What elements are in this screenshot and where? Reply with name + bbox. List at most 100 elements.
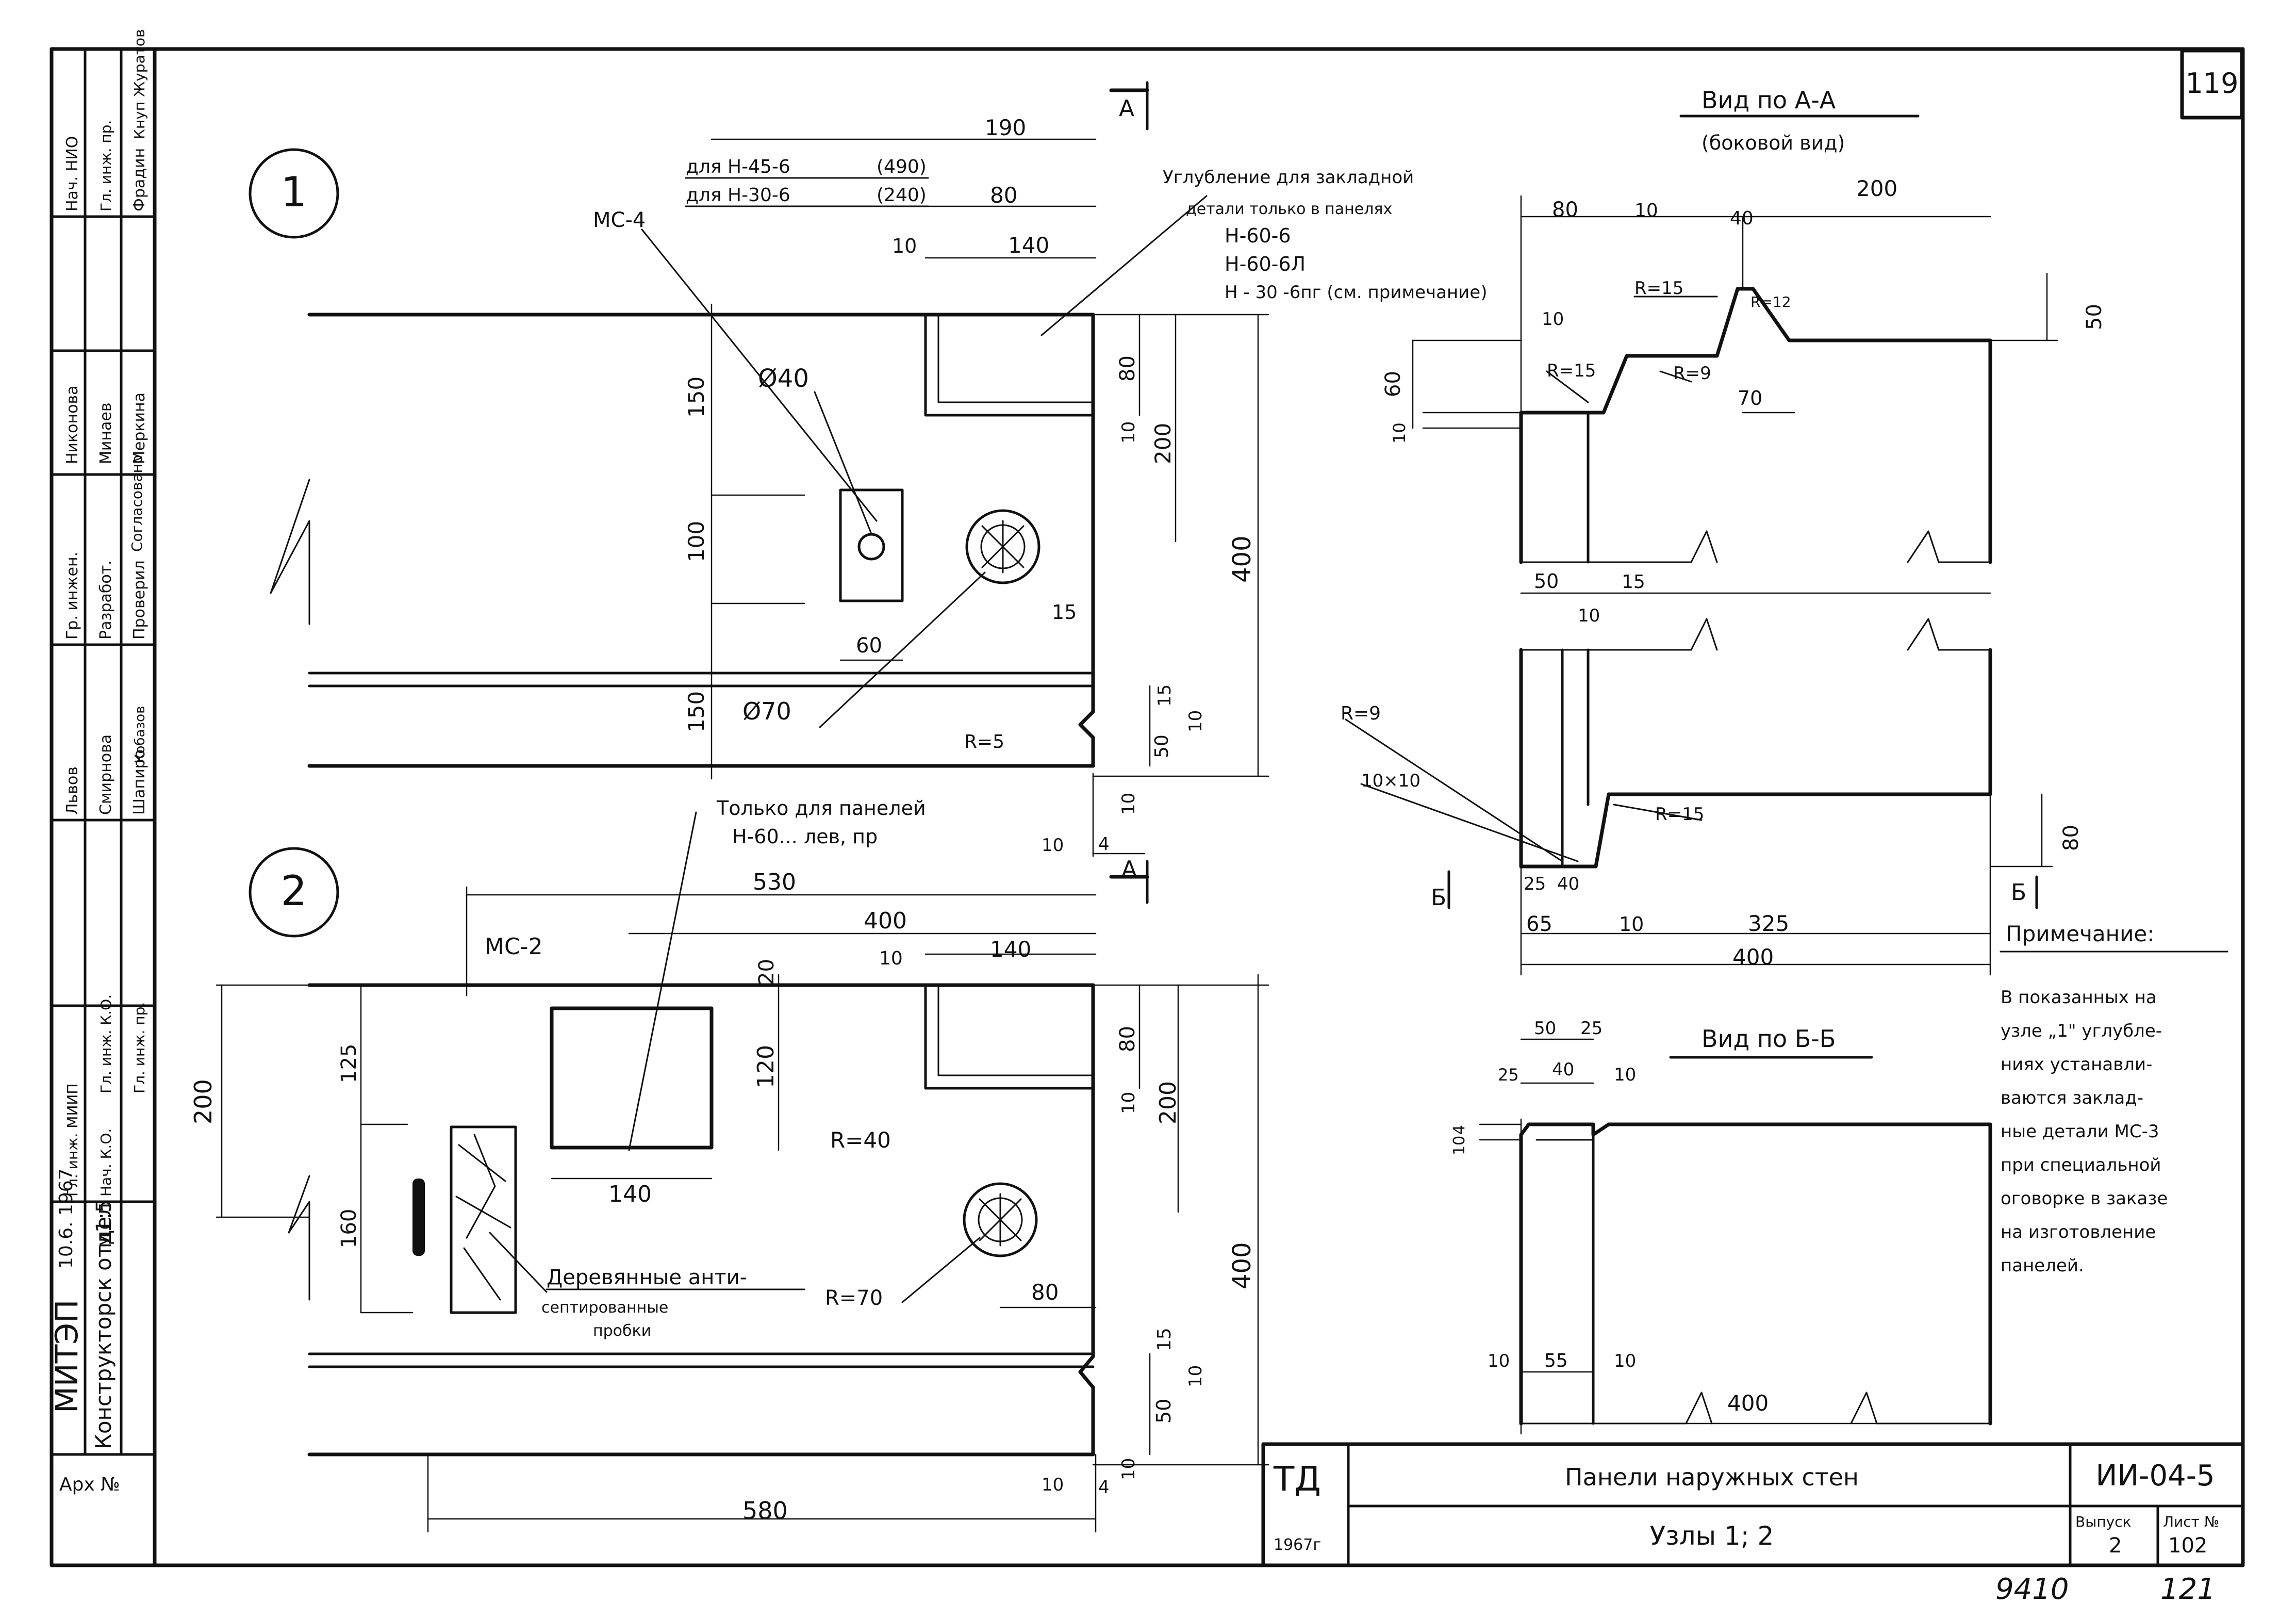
vdim-10c: 10 xyxy=(1118,793,1139,815)
aa-dim-25: 25 xyxy=(1524,874,1546,894)
node-1: 1 xyxy=(249,81,1487,857)
aa-dim-10e: 10 xyxy=(1619,913,1644,936)
dim-150b: 150 xyxy=(684,691,709,732)
dim-530: 530 xyxy=(753,869,796,895)
bb-dim-10b: 10 xyxy=(1450,1136,1468,1155)
view-bb-title: Вид по Б-Б xyxy=(1702,1025,1836,1053)
vdim-10: 10 xyxy=(1118,1092,1139,1114)
stamp-role-9: Гл. инж. МИИП xyxy=(64,1084,81,1197)
view-b-b: Вид по Б-Б 50 25 25 40 10 4 10 10 55 10 … xyxy=(1450,1018,1992,1435)
dim-80: 80 xyxy=(1031,1280,1059,1305)
issue-number: 2 xyxy=(2109,1534,2122,1558)
vdim-50: 50 xyxy=(1151,734,1172,758)
aa-dim-70: 70 xyxy=(1738,387,1762,410)
aa-r15b: R=15 xyxy=(1547,361,1596,381)
only-note-line1: Только для панелей xyxy=(716,797,926,820)
vdim-15: 15 xyxy=(1154,684,1175,707)
only-note-line2: Н-60... лев, пр xyxy=(732,825,878,848)
r40-label: R=40 xyxy=(830,1127,891,1153)
title-line-2: Узлы 1; 2 xyxy=(1650,1521,1774,1551)
stamp-archive: Арх № xyxy=(59,1474,120,1495)
vdim-200: 200 xyxy=(1150,423,1176,464)
for-h30-label: для Н-30-6 xyxy=(686,185,790,206)
stamp-scale: 1:5 xyxy=(92,1200,116,1233)
handwritten-number-2: 121 xyxy=(2160,1573,2216,1606)
bdim-10: 10 xyxy=(1042,835,1064,856)
bb-dim-10c: 10 xyxy=(1488,1351,1510,1371)
aa-dim-40: 40 xyxy=(1730,208,1754,229)
dim-160: 160 xyxy=(337,1209,361,1248)
sheet-label: Лист № xyxy=(2163,1513,2219,1530)
stamp-role-2: Никонова xyxy=(63,385,81,464)
bb-dim-4: 4 xyxy=(1450,1125,1468,1135)
dim-80: 80 xyxy=(990,183,1017,208)
vdim-15: 15 xyxy=(1154,1328,1175,1351)
dim-120: 120 xyxy=(753,1045,779,1088)
bdim-10: 10 xyxy=(1042,1475,1064,1495)
wood-note-line2: септированные xyxy=(541,1299,668,1317)
node-1-section-a: А xyxy=(1119,95,1134,122)
stamp-date: 10.6. 1967 xyxy=(56,1168,77,1269)
for-h45-label: для Н-45-6 xyxy=(686,156,790,177)
dim-140: 140 xyxy=(1008,233,1049,258)
vdim-10: 10 xyxy=(1118,421,1139,444)
bdim-4: 4 xyxy=(1098,834,1110,855)
aa-dim-60: 60 xyxy=(1381,371,1405,397)
sheet-number: 102 xyxy=(2168,1534,2207,1558)
view-aa-title: Вид по А-А xyxy=(1702,86,1836,114)
aa-dim-325: 325 xyxy=(1748,911,1789,936)
vdim-400: 400 xyxy=(1228,535,1257,583)
aa-dim-50b: 50 xyxy=(1534,570,1559,593)
recess-note-line2: детали только в панелях xyxy=(1186,200,1392,218)
recess-note-line5: Н - 30 -6пг (см. примечание) xyxy=(1225,282,1487,303)
stamp-role-5: Проверил xyxy=(130,560,148,640)
dim-10a: 10 xyxy=(892,235,917,257)
dim-20: 20 xyxy=(755,959,779,985)
for-h45-value: (490) xyxy=(877,156,927,177)
issue-label: Выпуск xyxy=(2075,1513,2132,1530)
note-line-3: ниях устанавли- xyxy=(2001,1054,2152,1075)
aa-dim-15: 15 xyxy=(1622,571,1645,593)
handwritten-number-1: 9410 xyxy=(1995,1573,2069,1606)
aa-r9b: R=9 xyxy=(1341,703,1381,724)
title-year: 1967г xyxy=(1274,1536,1321,1554)
recess-note-line1: Углубление для закладной xyxy=(1163,167,1414,188)
note-line-4: ваются заклад- xyxy=(2001,1088,2143,1108)
dim-100: 100 xyxy=(684,521,709,562)
bdim-4: 4 xyxy=(1098,1477,1110,1498)
stamp-name-4: Разработ. xyxy=(97,560,115,640)
note-heading: Примечание: xyxy=(2006,921,2154,946)
note-line-6: при специальной xyxy=(2001,1155,2161,1175)
aa-section-b-left: Б xyxy=(1431,885,1446,911)
dim-10: 10 xyxy=(879,948,903,969)
vdim-50: 50 xyxy=(1152,1399,1175,1423)
dim-150a: 150 xyxy=(684,377,709,418)
stamp-name-7: Шапиро xyxy=(130,749,148,815)
bb-dim-10: 10 xyxy=(1614,1065,1636,1085)
node-2-label: 2 xyxy=(281,867,307,915)
aa-r12: R=12 xyxy=(1750,293,1791,310)
stamp-role-12: Гл. инж. пр. xyxy=(131,1002,148,1093)
stamp-role-1: Гл. инж. пр. xyxy=(97,120,114,211)
r5-label: R=5 xyxy=(964,731,1004,752)
dim-15: 15 xyxy=(1052,601,1077,624)
aa-10x10: 10×10 xyxy=(1361,771,1420,791)
dim-200: 200 xyxy=(189,1079,217,1124)
stamp-role-0: Нач. НИО xyxy=(63,136,81,211)
for-h30-value: (240) xyxy=(877,185,927,206)
dim-190: 190 xyxy=(985,115,1026,140)
stamp-role-3: Минаев xyxy=(97,402,115,464)
bb-dim-25b: 25 xyxy=(1498,1065,1519,1085)
r70-label: R=70 xyxy=(825,1286,883,1310)
stamp-role-10: Нач. К.О. xyxy=(97,1128,114,1197)
recess-note-line3: Н-60-6 xyxy=(1225,224,1291,247)
aa-dim-200: 200 xyxy=(1856,176,1897,201)
dia-70-label: Ø70 xyxy=(742,697,791,725)
aa-dim-10d: 10 xyxy=(1578,606,1600,626)
dia-40-label: Ø40 xyxy=(758,364,809,393)
dim-60: 60 xyxy=(856,634,882,658)
node-1-label: 1 xyxy=(281,168,307,216)
stamp-dept: Конструкторск отдел xyxy=(91,1203,116,1449)
stamp-agreed: Согласовано xyxy=(128,455,145,552)
